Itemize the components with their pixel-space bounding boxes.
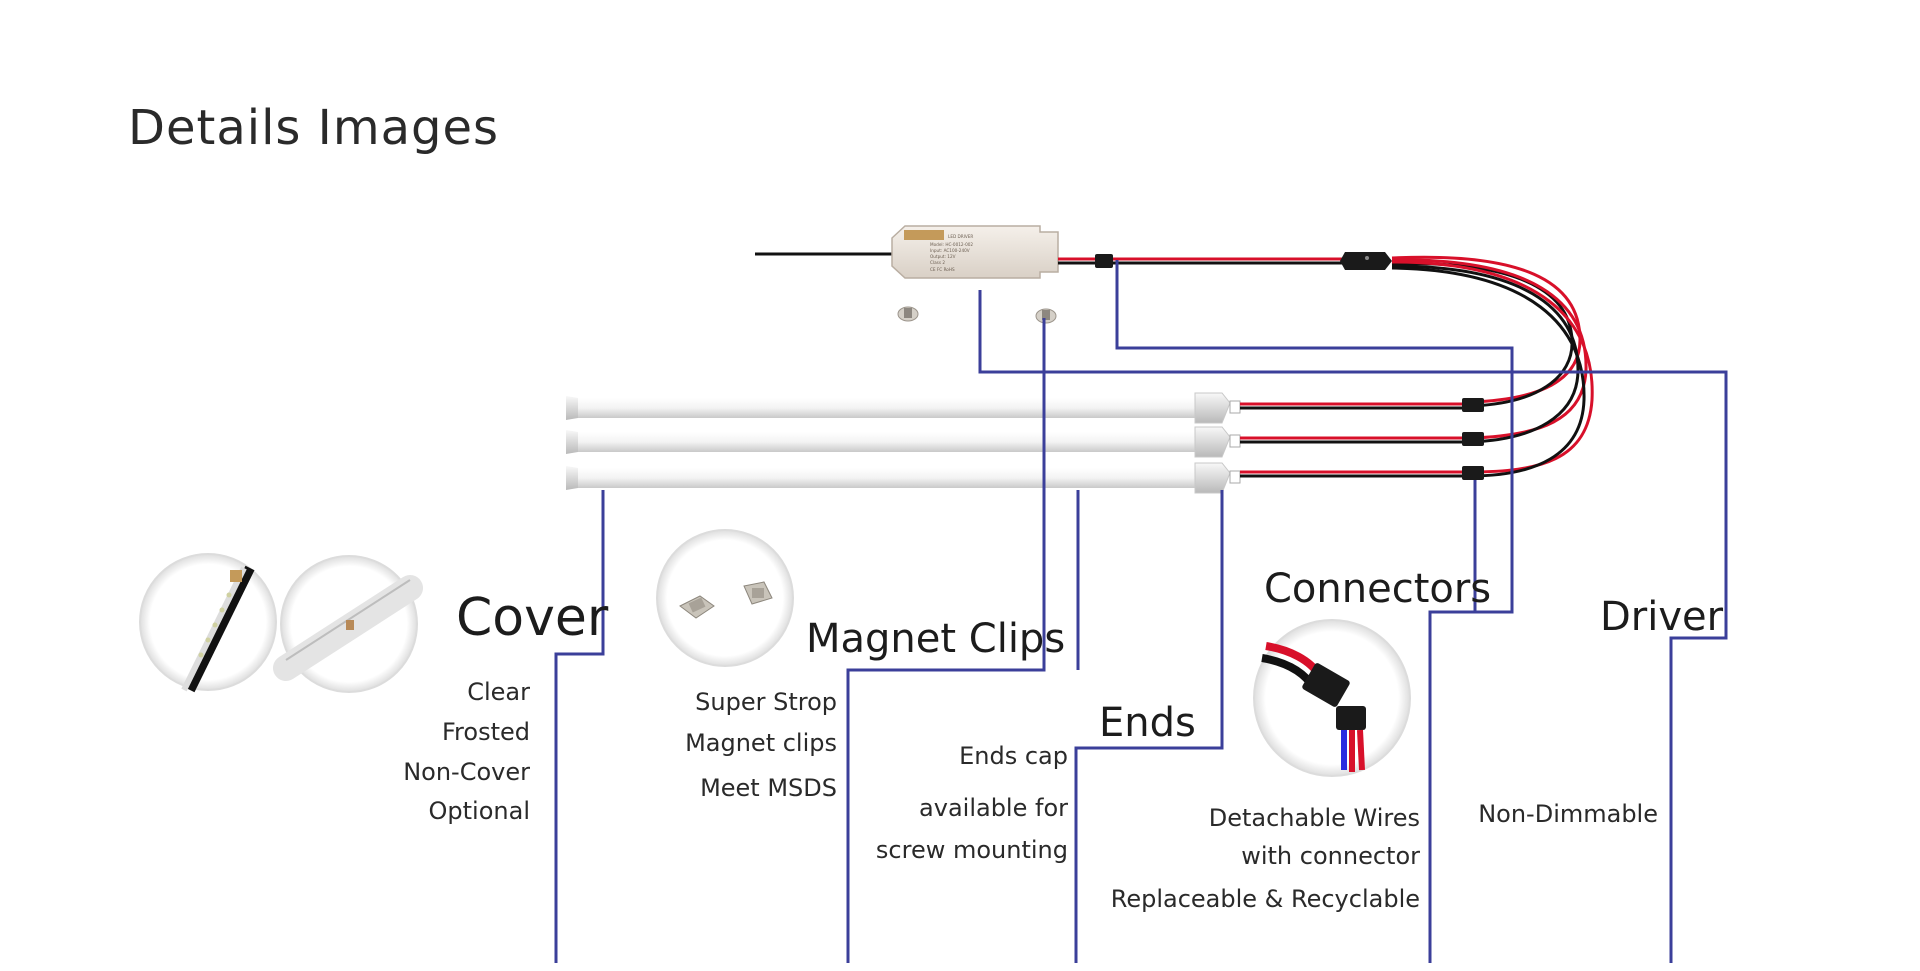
leader-line-driver (978, 290, 1728, 963)
cover-option: Non-Cover (403, 758, 530, 786)
magnet-clips-description: Magnet clips (685, 729, 837, 757)
page-title: Details Images (128, 100, 499, 156)
leader-line-ends (1074, 490, 1224, 963)
driver-label-line: CE FC RoHS (930, 267, 955, 272)
ends-description: screw mounting (875, 836, 1068, 864)
leader-line-cover (554, 490, 605, 963)
ends-description: available for (919, 794, 1068, 822)
connectors-heading: Connectors (1264, 566, 1492, 612)
magnet-clips-description: Super Strop (695, 688, 837, 716)
cover-option: Clear (467, 678, 530, 706)
driver-description: Non-Dimmable (1478, 800, 1658, 828)
leader-lines (554, 260, 1728, 963)
driver-label-line: Input: AC100-240V (930, 248, 970, 253)
cover-detail-image (273, 555, 423, 693)
tube-connector-icon (1462, 466, 1484, 480)
output-wires (1058, 252, 1594, 478)
driver-label-line: Output: 12V (930, 254, 956, 259)
ends-heading: Ends (1099, 700, 1196, 746)
connectors-description: with connector (1241, 842, 1420, 870)
connector-detail-image (1253, 619, 1411, 777)
driver-label-line: LED DRIVER (948, 234, 973, 239)
cover-option: Frosted (442, 718, 530, 746)
led-tube (566, 462, 1484, 494)
leader-line-connectors (1115, 260, 1514, 963)
cover-heading: Cover (456, 588, 609, 648)
ends-description: Ends cap (959, 742, 1068, 770)
driver-brand-logo (904, 230, 944, 240)
inline-connector-icon (1095, 254, 1113, 268)
driver-label-line: Model: HC-0012-002 (930, 242, 973, 247)
magnet-clips-heading: Magnet Clips (806, 616, 1066, 662)
wire-splitter-icon (1340, 252, 1392, 270)
driver-heading: Driver (1600, 594, 1724, 640)
magnet-clips-description: Meet MSDS (700, 774, 837, 802)
screw-icon (1035, 308, 1057, 324)
tube-connector-icon (1462, 432, 1484, 446)
cover-option: Optional (428, 797, 530, 825)
leader-line-magnet-clips (846, 318, 1046, 963)
driver-box: LED DRIVER Model: HC-0012-002 Input: AC1… (891, 225, 1059, 279)
led-tube (566, 426, 1484, 458)
screw-icon (897, 306, 919, 322)
connectors-description: Detachable Wires (1208, 804, 1420, 832)
tube-connector-icon (1462, 398, 1484, 412)
connectors-description: Replaceable & Recyclable (1110, 885, 1420, 913)
driver-label-line: Class 2 (930, 260, 945, 265)
led-tube (566, 392, 1484, 424)
cover-detail-image (139, 553, 277, 693)
magnet-clips-image (656, 529, 794, 667)
